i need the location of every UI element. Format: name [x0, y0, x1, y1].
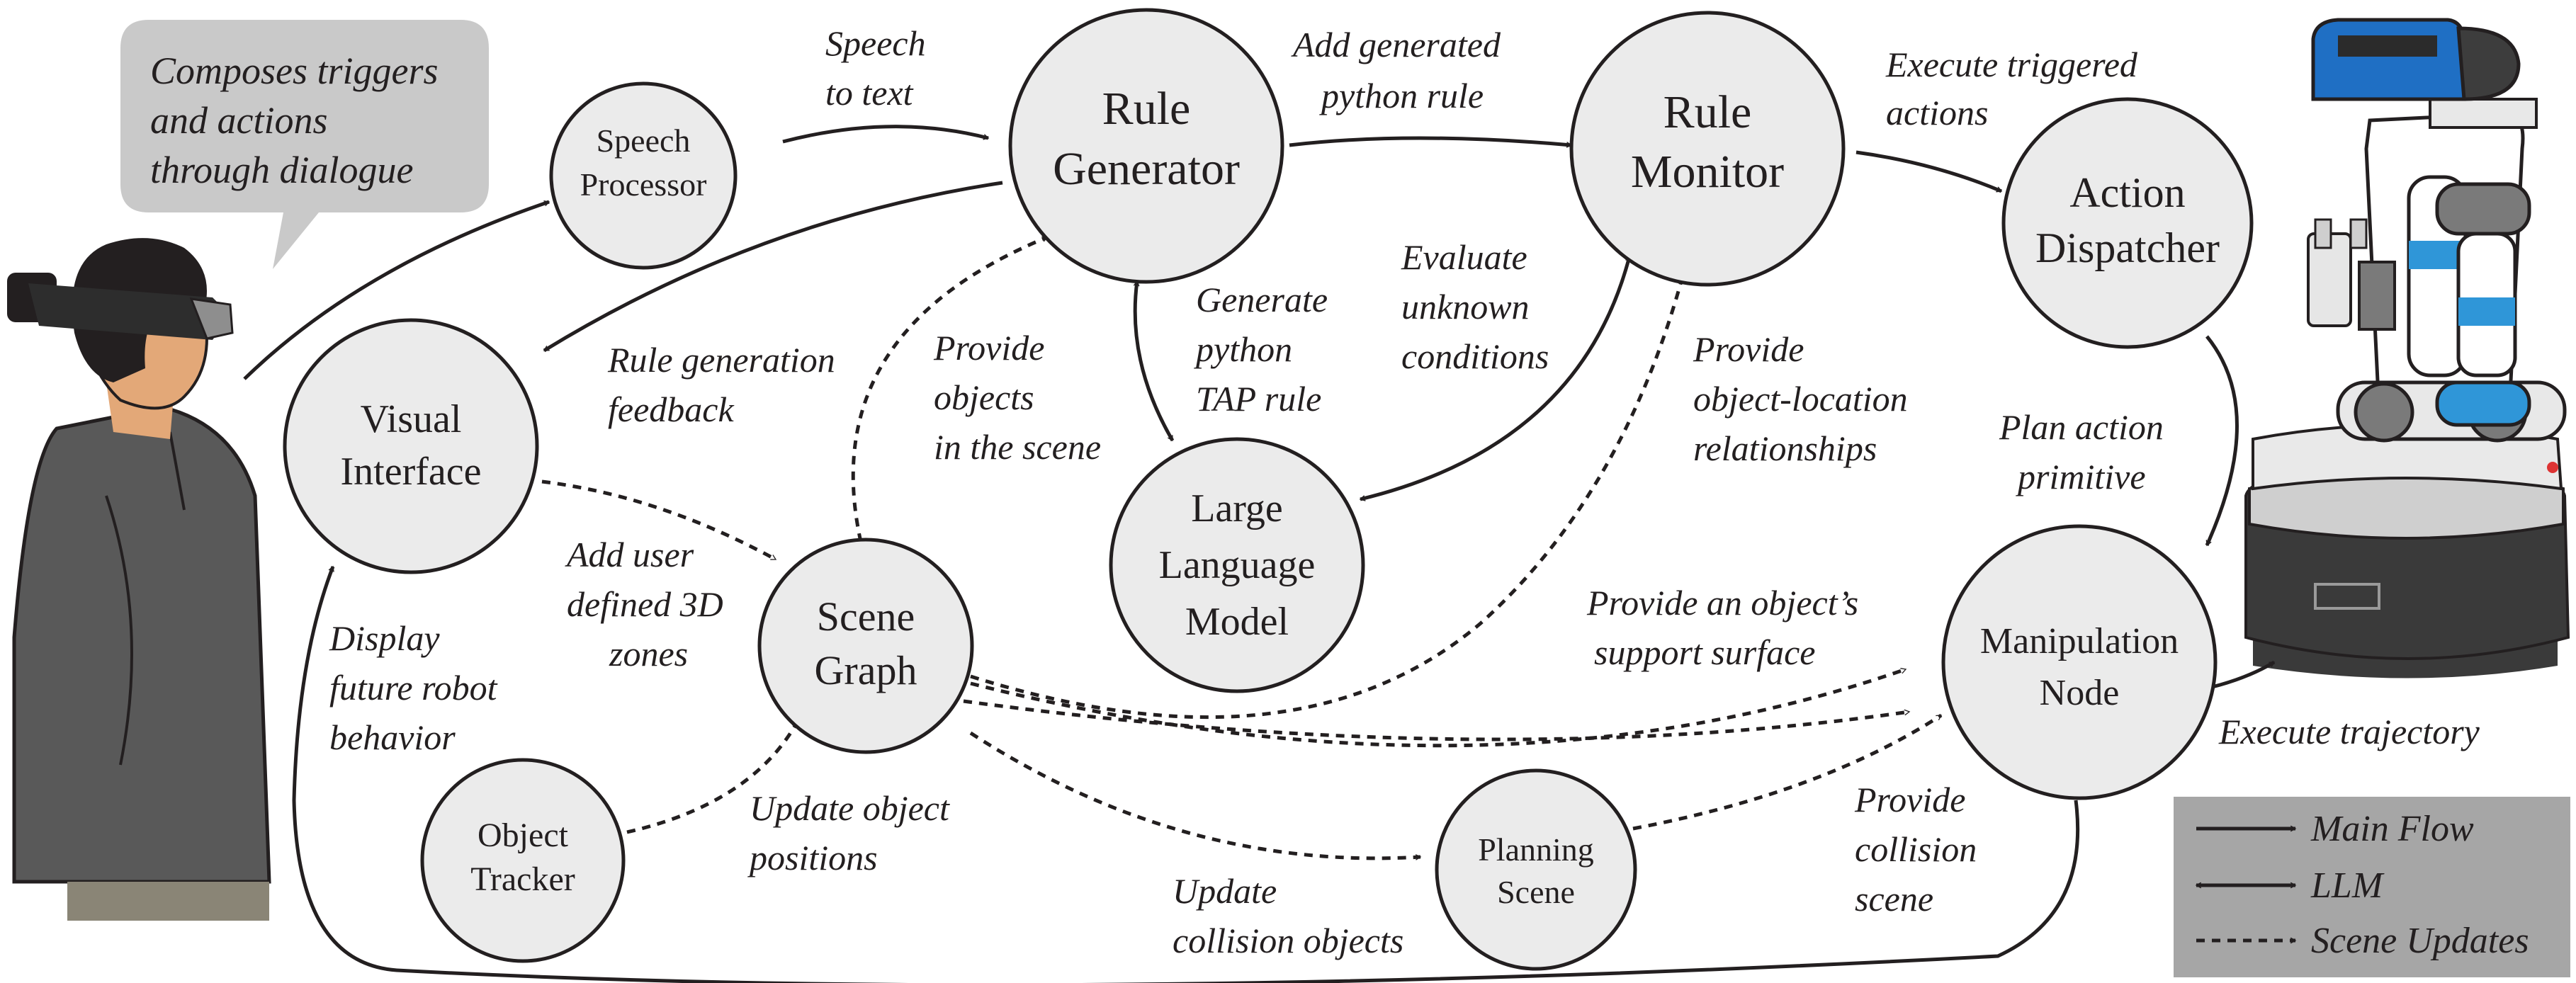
node-label: Model [1185, 600, 1289, 644]
edge-label: Provide [1693, 329, 1804, 369]
node-label: Scene [817, 593, 915, 640]
edge-monitor-dispatcher [1855, 150, 2003, 193]
edge-label: scene [1855, 879, 1933, 919]
node-label: Planning [1478, 831, 1594, 868]
edge-label: Add generated [1291, 25, 1501, 64]
edge-label: Provide [933, 328, 1044, 368]
edge-label: TAP rule [1196, 379, 1321, 419]
edge-label: unknown [1401, 287, 1530, 326]
legend: Main Flow LLM Scene Updates [2174, 797, 2570, 977]
edge-person-speech [243, 200, 550, 380]
edge-label: objects [934, 377, 1034, 417]
edge-scenegraph-manipulation-lower [963, 699, 1911, 741]
edge-label: Display [329, 618, 440, 658]
edge-label: collision objects [1173, 921, 1403, 960]
edge-label: Evaluate [1401, 237, 1527, 277]
node-speech-processor: Speech Processor [549, 81, 738, 270]
edge-label: object-location [1693, 379, 1908, 419]
node-action-dispatcher: Action Dispatcher [2001, 97, 2254, 349]
legend-scene-updates-label: Scene Updates [2311, 921, 2529, 961]
node-label: Rule [1102, 83, 1191, 135]
edge-label: Update [1173, 871, 1277, 911]
edge-rulegen-monitor [1289, 136, 1573, 148]
edge-label: Add user [565, 535, 694, 574]
robot-illustration [2244, 18, 2570, 678]
node-visual-interface: Visual Interface [283, 318, 539, 574]
node-planning-scene: Planning Scene [1435, 768, 1637, 971]
edge-speech-rulegen [782, 125, 990, 144]
node-label: Visual [361, 397, 462, 441]
edge-rulegen-visual [543, 181, 1003, 353]
node-label: Dispatcher [2035, 225, 2220, 271]
legend-llm-label: LLM [2310, 865, 2385, 906]
node-label: Scene [1497, 874, 1575, 910]
node-label: Large [1191, 487, 1283, 530]
node-label: Rule [1663, 86, 1752, 138]
edge-label: python [1194, 329, 1292, 369]
edge-scenegraph-planning [969, 731, 1422, 860]
node-label: Object [478, 817, 569, 854]
edge-label: Execute trajectory [2218, 712, 2480, 751]
edge-label: positions [747, 838, 878, 877]
edge-scenegraph-monitor [970, 275, 1685, 720]
edge-labels: Speech to text Add generated python rule… [329, 23, 2480, 960]
edge-dispatcher-manipulation [2205, 335, 2239, 547]
edge-planning-manipulation [1632, 713, 1943, 831]
node-manipulation-node: Manipulation Node [1941, 524, 2218, 800]
edge-scenegraph-manipulation [970, 667, 1907, 748]
edge-label: zones [609, 634, 688, 674]
node-object-tracker: Object Tracker [420, 758, 626, 963]
edge-label: Update object [750, 788, 950, 828]
edge-label: Provide an object’s [1586, 583, 1858, 623]
legend-main-flow-label: Main Flow [2310, 809, 2474, 849]
edge-label: Execute triggered [1885, 45, 2138, 84]
node-rule-generator: Rule Generator [1008, 8, 1284, 284]
edge-label: relationships [1693, 428, 1877, 468]
node-label: Monitor [1631, 146, 1784, 198]
node-label: Graph [815, 647, 917, 693]
node-label: Generator [1053, 143, 1240, 195]
edge-label: defined 3D [567, 584, 723, 624]
edge-label: behavior [329, 717, 456, 757]
edge-label: collision [1855, 829, 1977, 869]
edge-label: to text [825, 73, 914, 113]
edge-label: Speech [825, 23, 926, 63]
node-label: Manipulation [1980, 621, 2179, 661]
speech-bubble: Composes triggers and actions through di… [120, 20, 489, 269]
node-scene-graph: Scene Graph [757, 538, 974, 754]
edge-label: in the scene [934, 427, 1101, 467]
node-label: Node [2040, 673, 2120, 713]
edge-label: future robot [329, 668, 498, 708]
edge-llm-monitor [1359, 255, 1632, 501]
node-label: Language [1159, 543, 1316, 587]
bubble-line: and actions [150, 99, 328, 142]
edge-label: Plan action [1999, 407, 2164, 447]
edge-scenegraph-rulegen [851, 235, 1049, 542]
edge-label: conditions [1401, 336, 1549, 376]
node-label: Speech [597, 123, 691, 159]
node-label: Processor [580, 166, 707, 203]
edge-label: actions [1886, 93, 1988, 132]
edge-label: Provide [1854, 780, 1965, 819]
node-large-language-model: Large Language Model [1109, 437, 1365, 693]
edge-label: python rule [1319, 76, 1484, 115]
edge-rulegen-llm [1133, 280, 1175, 442]
edge-label: support surface [1594, 632, 1816, 672]
bubble-line: Composes triggers [150, 50, 439, 92]
node-label: Tracker [470, 860, 575, 898]
edge-tracker-scenegraph [626, 721, 799, 834]
edge-label: primitive [2016, 457, 2146, 496]
edge-label: Rule generation [607, 340, 835, 380]
edge-label: feedback [608, 390, 734, 429]
person-illustration [7, 238, 271, 921]
bubble-line: through dialogue [150, 149, 414, 191]
node-label: Action [2069, 169, 2185, 216]
node-rule-monitor: Rule Monitor [1569, 11, 1846, 287]
edge-label: Generate [1196, 280, 1328, 319]
node-label: Interface [341, 450, 482, 494]
